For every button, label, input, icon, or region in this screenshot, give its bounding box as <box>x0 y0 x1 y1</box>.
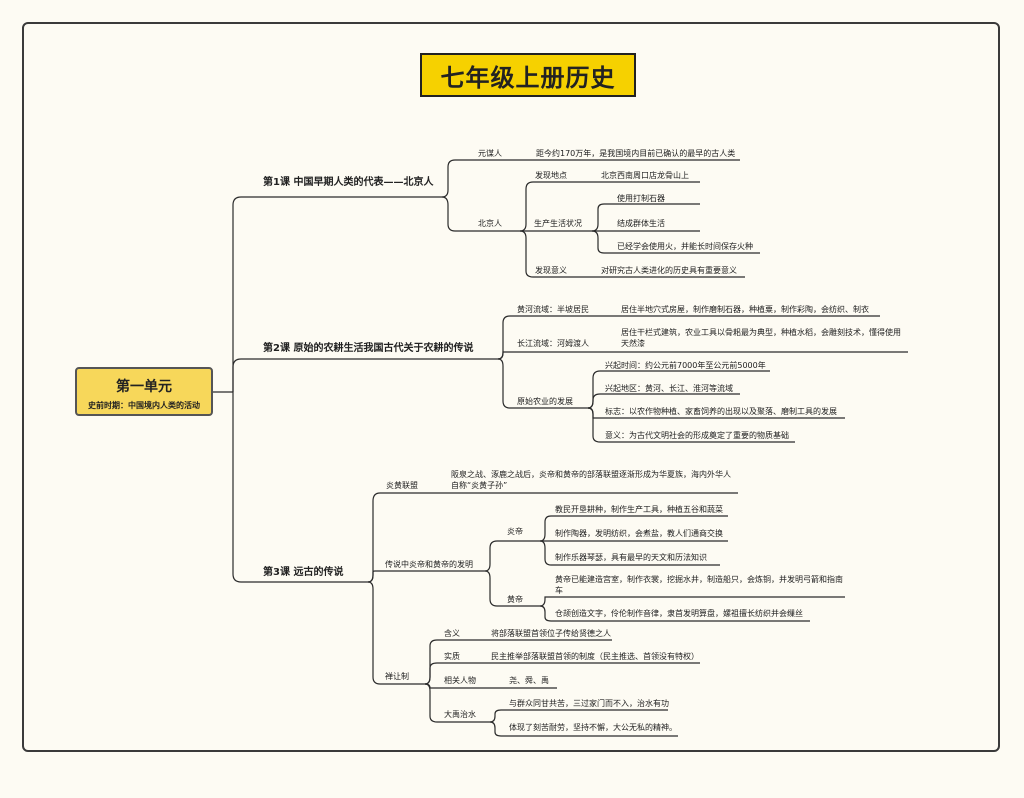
essence-text: 民主推举部落联盟首领的制度（民主推选、首领没有特权） <box>491 652 699 661</box>
meaning-text: 将部落联盟首领位子传给贤德之人 <box>491 629 611 638</box>
yandi-label: 炎帝 <box>507 527 523 536</box>
agri-item: 兴起地区：黄河、长江、淮河等流域 <box>605 384 733 393</box>
people-label: 相关人物 <box>444 676 476 685</box>
root-node: 第一单元 史前时期：中国境内人类的活动 <box>75 367 213 416</box>
lesson3-title: 第3课 远古的传说 <box>263 567 344 578</box>
abdication-label: 禅让制 <box>385 672 409 681</box>
yu-item: 体现了刻苦耐劳，坚持不懈，大公无私的精神。 <box>509 723 677 732</box>
lesson2-title: 第2课 原始的农耕生活我国古代关于农耕的传说 <box>263 343 474 354</box>
essence-label: 实质 <box>444 652 460 661</box>
hemudu-text: 居住干栏式建筑，农业工具以骨耜最为典型，种植水稻，会雕刻技术，懂得使用天然漆 <box>621 328 901 348</box>
people-text: 尧、舜、禹 <box>509 676 549 685</box>
banpo-label: 黄河流域：半坡居民 <box>517 305 589 314</box>
life-item: 结成群体生活 <box>617 219 665 228</box>
site-label: 发现地点 <box>535 171 567 180</box>
yu-label: 大禹治水 <box>444 710 476 719</box>
lesson1-title: 第1课 中国早期人类的代表——北京人 <box>263 177 434 188</box>
beijing-label: 北京人 <box>478 219 502 228</box>
life-item: 已经学会使用火，并能长时间保存火种 <box>617 242 753 251</box>
agri-item: 标志：以农作物种植、家畜饲养的出现以及聚落、磨制工具的发展 <box>605 407 837 416</box>
yandi-item: 教民开垦耕种，制作生产工具，种植五谷和蔬菜 <box>555 505 723 514</box>
yandi-item: 制作乐器琴瑟，具有最早的天文和历法知识 <box>555 553 707 562</box>
root-title: 第一单元 <box>116 379 172 395</box>
alliance-text: 阪泉之战、涿鹿之战后，炎帝和黄帝的部落联盟逐渐形成为华夏族，海内外华人自称“炎黄… <box>451 470 731 490</box>
huangdi-item: 黄帝已能建造宫室，制作衣裳，挖掘水井，制造船只，会炼铜，并发明弓箭和指南车 <box>555 575 843 595</box>
banpo-text: 居住半地穴式房屋，制作磨制石器，种植粟，制作彩陶，会纺织、制衣 <box>621 305 869 314</box>
life-item: 使用打制石器 <box>617 194 665 203</box>
yuanmou-label: 元谋人 <box>478 149 502 158</box>
huangdi-item: 仓颉创造文字，伶伦制作音律，隶首发明算盘，嫘祖擅长纺织并会缫丝 <box>555 609 803 618</box>
site-text: 北京西南周口店龙骨山上 <box>601 171 689 180</box>
meaning-label: 含义 <box>444 629 460 638</box>
significance-label: 发现意义 <box>535 266 567 275</box>
page-title: 七年级上册历史 <box>420 53 636 97</box>
agri-item: 意义：为古代文明社会的形成奠定了重要的物质基础 <box>605 431 789 440</box>
huangdi-label: 黄帝 <box>507 595 523 604</box>
agri-label: 原始农业的发展 <box>517 397 573 406</box>
life-label: 生产生活状况 <box>534 219 582 228</box>
agri-item: 兴起时间：约公元前7000年至公元前5000年 <box>605 361 766 370</box>
yuanmou-text: 距今约170万年，是我国境内目前已确认的最早的古人类 <box>536 149 736 158</box>
significance-text: 对研究古人类进化的历史具有重要意义 <box>601 266 737 275</box>
yu-item: 与群众同甘共苦，三过家门而不入，治水有功 <box>509 699 669 708</box>
inventions-label: 传说中炎帝和黄帝的发明 <box>385 560 473 569</box>
alliance-label: 炎黄联盟 <box>386 481 418 490</box>
root-subtitle: 史前时期：中国境内人类的活动 <box>88 401 200 410</box>
hemudu-label: 长江流域：河姆渡人 <box>517 339 589 348</box>
yandi-item: 制作陶器，发明纺织，会煮盐，教人们通商交换 <box>555 529 723 538</box>
